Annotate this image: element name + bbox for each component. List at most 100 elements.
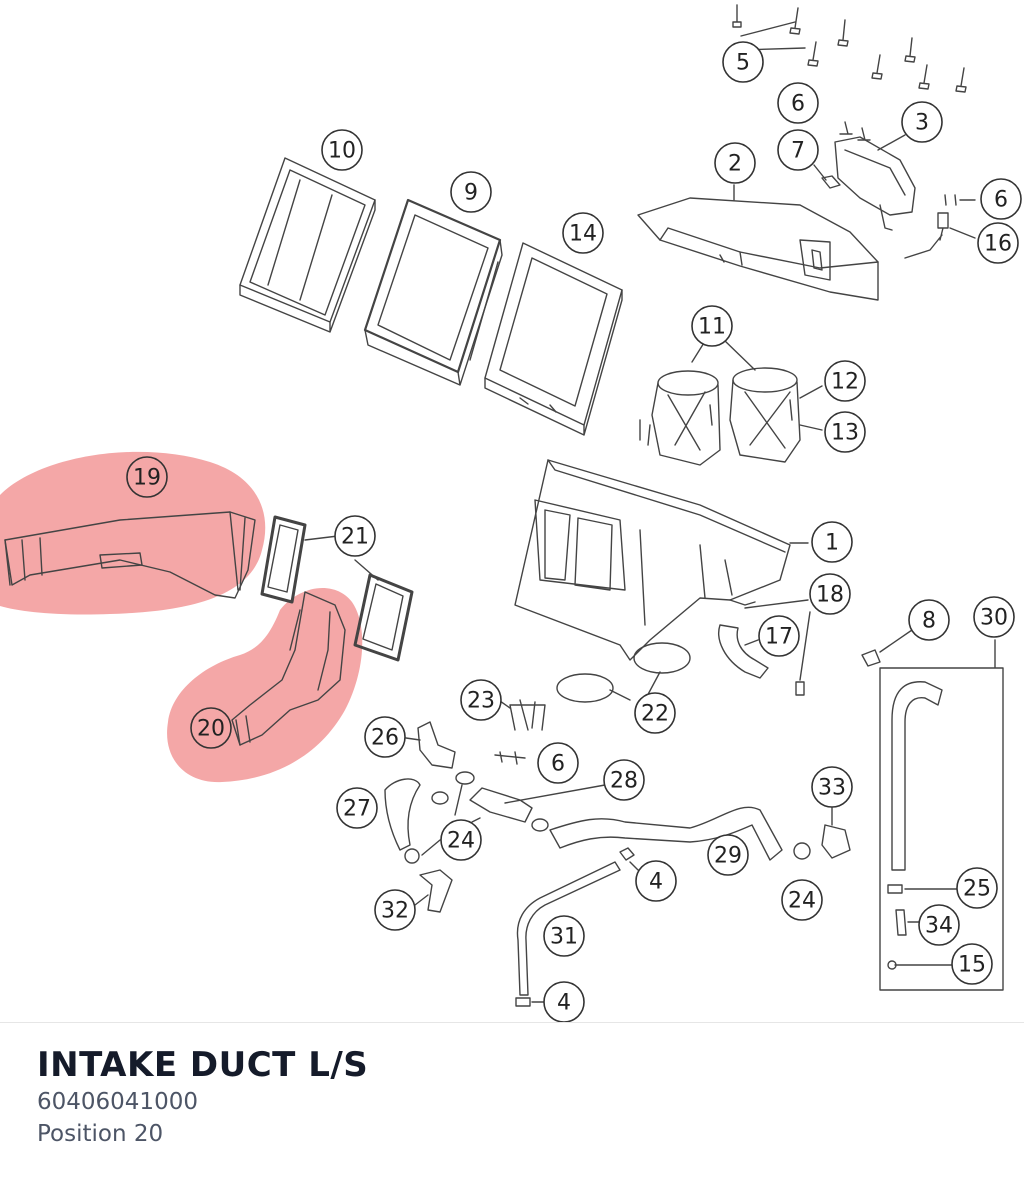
svg-text:6: 6 [791,92,805,117]
callout-12[interactable]: 12 [824,360,866,402]
callout-31[interactable]: 31 [543,915,585,957]
svg-text:5: 5 [736,51,750,76]
part-17-hose [718,624,769,679]
svg-text:6: 6 [994,188,1008,213]
callout-33[interactable]: 33 [811,766,853,808]
svg-text:13: 13 [831,421,859,446]
callout-19[interactable]: 19 [126,456,168,498]
part-23-clip [509,699,546,731]
part-21-gaskets [260,515,414,662]
svg-text:24: 24 [447,829,475,854]
part-29-hose [549,806,783,861]
svg-text:30: 30 [980,606,1008,631]
svg-text:14: 14 [569,222,597,247]
callout-20[interactable]: 20 [190,707,232,749]
part-1-airbox [514,459,791,661]
highlight-part-20[interactable] [167,588,363,783]
svg-text:21: 21 [341,525,369,550]
callout-4-upper[interactable]: 4 [635,860,677,902]
position-value: 20 [133,1121,164,1147]
svg-text:29: 29 [714,844,742,869]
callout-17[interactable]: 17 [758,615,800,657]
part-10-filter [239,157,376,333]
svg-text:18: 18 [816,583,844,608]
part-2-airbox-lid [637,197,879,301]
svg-text:20: 20 [197,717,225,742]
part-14-frame [484,242,623,436]
callout-32[interactable]: 32 [374,889,416,931]
callout-29[interactable]: 29 [707,834,749,876]
svg-text:26: 26 [371,726,399,751]
svg-text:10: 10 [328,139,356,164]
part-27-hose [384,778,421,851]
callout-2[interactable]: 2 [714,142,756,184]
svg-text:31: 31 [550,925,578,950]
highlight-part-19[interactable] [0,451,266,615]
part-name: INTAKE DUCT L/S [37,1045,369,1085]
callout-24-left[interactable]: 24 [440,819,482,861]
svg-text:15: 15 [958,953,986,978]
part-info-panel: INTAKE DUCT L/S 60406041000 Position 20 [0,1022,1024,1177]
callout-25[interactable]: 25 [956,867,998,909]
callout-24-right[interactable]: 24 [781,879,823,921]
svg-text:2: 2 [728,152,742,177]
part-22-oring-b [633,642,691,674]
part-9-filter-cage [363,198,503,386]
svg-text:23: 23 [467,689,495,714]
part-position: Position 20 [37,1121,163,1147]
part-31-hose [516,861,621,996]
svg-text:11: 11 [698,315,726,340]
callout-34[interactable]: 34 [918,904,960,946]
callout-7[interactable]: 7 [777,129,819,171]
part-32-bracket [419,869,453,913]
bolts-5 [732,4,967,93]
callout-26[interactable]: 26 [364,716,406,758]
part-11-intake-funnels [639,367,801,466]
callout-6-top[interactable]: 6 [777,82,819,124]
callout-28[interactable]: 28 [603,759,645,801]
callout-6-right[interactable]: 6 [980,178,1022,220]
callout-5[interactable]: 5 [722,41,764,83]
svg-text:25: 25 [963,877,991,902]
svg-text:16: 16 [984,232,1012,257]
svg-text:8: 8 [922,609,936,634]
position-label: Position [37,1121,127,1147]
svg-text:34: 34 [925,914,953,939]
callout-27[interactable]: 27 [336,787,378,829]
svg-text:33: 33 [818,776,846,801]
part-26-elbow [417,721,456,769]
callout-21[interactable]: 21 [334,515,376,557]
callout-16[interactable]: 16 [977,222,1019,264]
svg-text:27: 27 [343,797,371,822]
svg-text:4: 4 [557,991,571,1016]
callout-1[interactable]: 1 [811,521,853,563]
part-28-valve [469,787,533,823]
svg-text:12: 12 [831,370,859,395]
callout-10[interactable]: 10 [321,129,363,171]
callout-9[interactable]: 9 [450,171,492,213]
callout-13[interactable]: 13 [824,411,866,453]
svg-text:1: 1 [825,531,839,556]
callout-8[interactable]: 8 [908,599,950,641]
svg-text:4: 4 [649,870,663,895]
callouts: 1 2 3 4 4 5 6 6 6 7 8 9 10 11 12 13 14 1… [126,41,1022,1022]
callout-14[interactable]: 14 [562,212,604,254]
svg-text:3: 3 [915,111,929,136]
callout-22[interactable]: 22 [634,692,676,734]
callout-11[interactable]: 11 [691,305,733,347]
callout-3[interactable]: 3 [901,101,943,143]
part-22-oring-a [556,673,614,703]
callout-18[interactable]: 18 [809,573,851,615]
part-19-intake-duct [4,511,256,599]
part-20-intake-duct [231,591,346,746]
callout-23[interactable]: 23 [460,679,502,721]
callout-6-middle[interactable]: 6 [537,742,579,784]
callout-30[interactable]: 30 [973,596,1015,638]
part-number: 60406041000 [37,1089,198,1115]
svg-text:19: 19 [133,466,161,491]
callout-4-lower[interactable]: 4 [543,981,585,1022]
exploded-parts-diagram: 1 2 3 4 4 5 6 6 6 7 8 9 10 11 12 13 14 1… [0,4,1022,1022]
callout-15[interactable]: 15 [951,943,993,985]
svg-text:32: 32 [381,899,409,924]
svg-text:7: 7 [791,139,805,164]
